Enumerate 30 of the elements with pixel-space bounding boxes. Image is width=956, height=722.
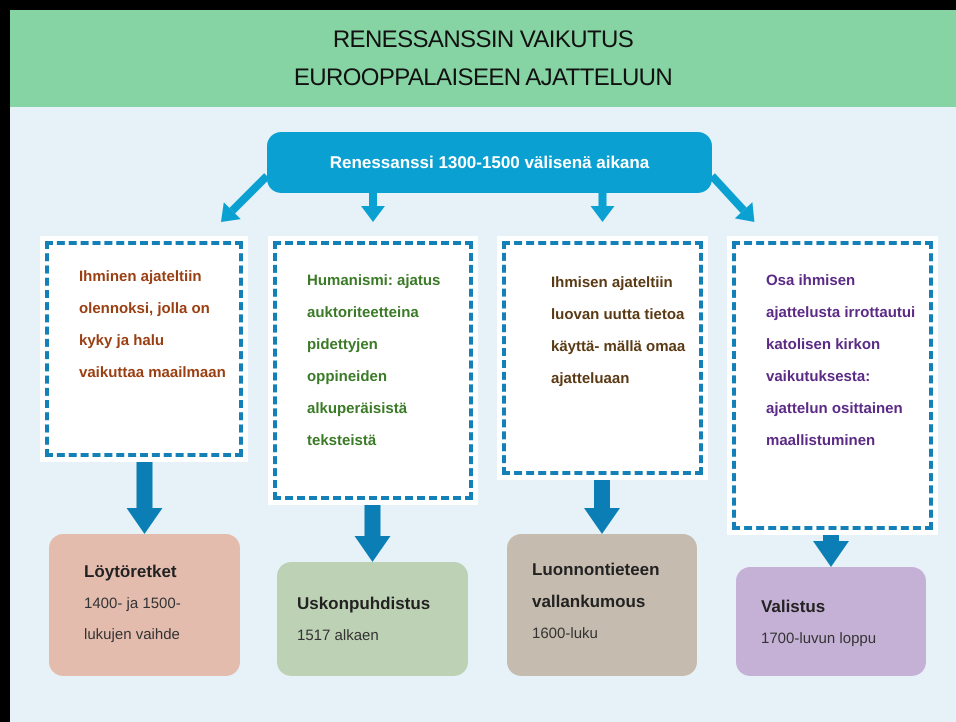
period-box	[267, 132, 712, 193]
idea-text: Ihminen ajateltiin olennoksi, jolla on kyky ja halu vaikuttaa maailmaan	[79, 267, 227, 383]
era-date: 1700-luvun loppu	[761, 629, 878, 649]
era-title: Uskonpuhdistus	[297, 593, 432, 615]
arrow	[709, 173, 754, 222]
era-title: Luonnontieteen vallankumous	[532, 559, 660, 613]
idea-box	[40, 236, 248, 462]
idea-box	[497, 236, 708, 480]
arrow	[354, 505, 390, 562]
period-label: Renessanssi 1300-1500 välisenä aikana	[330, 152, 650, 174]
arrow	[126, 462, 162, 534]
era-title: Valistus	[761, 596, 826, 618]
arrow	[590, 193, 614, 222]
idea-text: Osa ihmisen ajattelusta irrottautui katolisen kirkon vaikutuksesta: ajattelun osittainen maallistuminen	[766, 271, 916, 451]
era-date: 1600-luku	[532, 624, 599, 644]
era-box	[277, 562, 468, 676]
idea-text: Humanismi: ajatus auktoriteetteina pidettyjen oppineiden alkuperäisistä teksteistä	[307, 271, 442, 451]
era-title: Löytöretket	[84, 561, 178, 583]
arrow	[813, 535, 849, 567]
idea-box	[268, 236, 478, 505]
era-date: 1517 alkaen	[297, 626, 380, 646]
arrow	[361, 193, 385, 222]
era-box	[49, 534, 240, 676]
arrow	[584, 480, 620, 534]
era-date: 1400- ja 1500- lukujen vaihde	[84, 594, 182, 645]
idea-box	[727, 236, 938, 535]
era-box	[507, 534, 697, 676]
era-box	[736, 567, 926, 676]
title: RENESSANSSIN VAIKUTUS EUROOPPALAISEEN AJATTELUUN	[292, 24, 674, 92]
idea-text: Ihmisen ajateltiin luovan uutta tietoa käyttä- mällä omaa ajatteluaan	[551, 273, 686, 389]
